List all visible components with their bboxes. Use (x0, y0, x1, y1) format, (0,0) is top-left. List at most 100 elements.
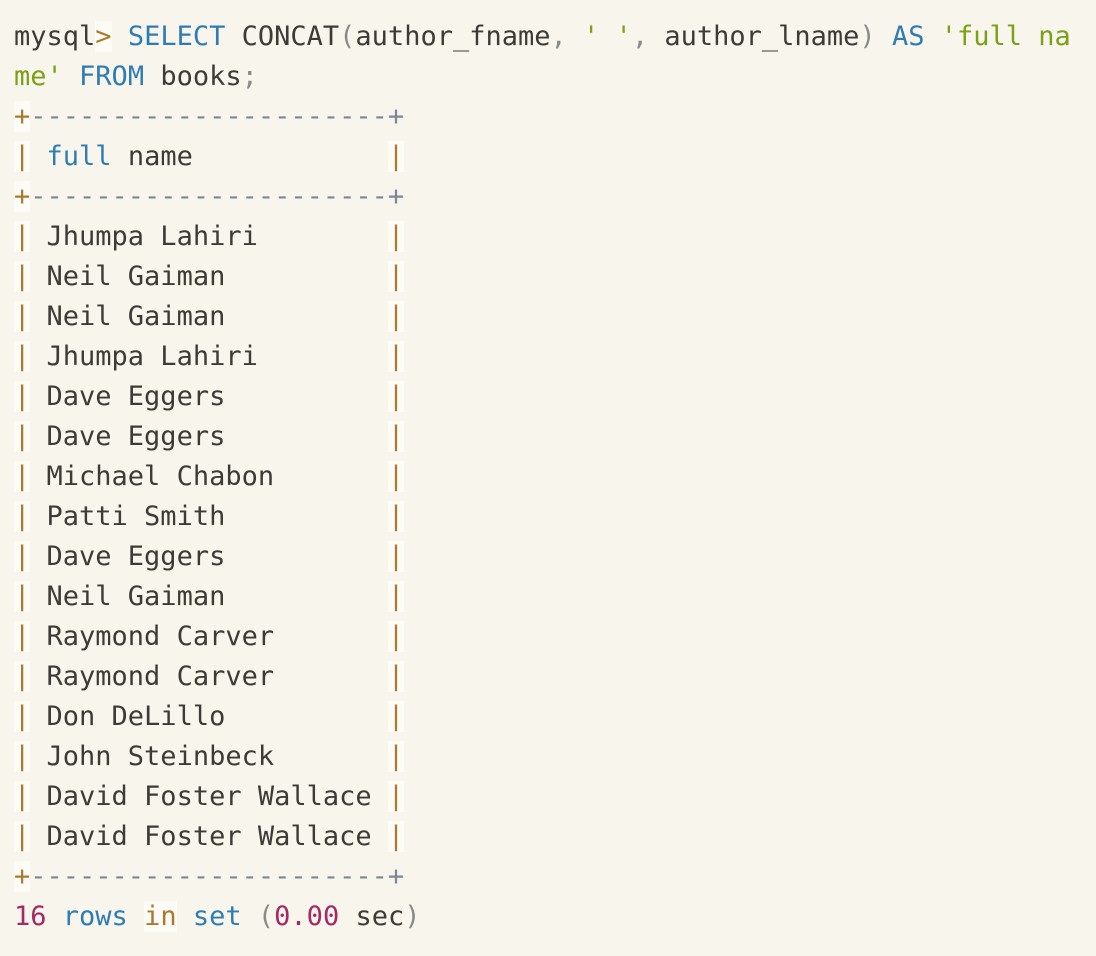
token-kw: full (46, 141, 112, 172)
token-op: | (14, 821, 31, 852)
table-row: | Patti Smith | (14, 497, 1082, 537)
token-plain: Raymond Carver (30, 661, 388, 692)
token-plain: Jhumpa Lahiri (30, 341, 388, 372)
token-op: | (14, 141, 31, 172)
token-op: | (387, 461, 405, 492)
token-plain (47, 901, 63, 932)
token-plain: Dave Eggers (30, 381, 388, 412)
token-op: | (14, 381, 31, 412)
token-op: | (387, 341, 405, 372)
table-row: | Don DeLillo | (14, 697, 1082, 737)
token-plain: mysql (14, 21, 96, 52)
table-row: | Dave Eggers | (14, 377, 1082, 417)
table-border-top: +----------------------+ (14, 97, 1082, 137)
token-op: | (387, 621, 405, 652)
token-op: | (14, 261, 31, 292)
status-line: 16 rows in set (0.00 sec) (14, 897, 1082, 937)
token-plain (567, 21, 583, 52)
token-op: + (14, 101, 31, 132)
token-op: + (14, 181, 31, 212)
token-str: ' ' (583, 21, 632, 52)
table-row: | Neil Gaiman | (14, 297, 1082, 337)
token-plain (177, 901, 193, 932)
token-op: > (95, 21, 112, 52)
token-op: in (144, 901, 177, 932)
token-plain: sec (339, 901, 405, 932)
table-header: | full name | (14, 137, 1082, 177)
token-comment: ----------------------+ (30, 861, 405, 892)
token-op: | (14, 621, 31, 652)
token-plain: name (111, 141, 388, 172)
token-op: | (387, 581, 405, 612)
token-op: | (387, 741, 405, 772)
table-row: | Neil Gaiman | (14, 577, 1082, 617)
table-row: | David Foster Wallace | (14, 817, 1082, 857)
token-plain: David Foster Wallace (30, 821, 388, 852)
token-punct: ) (404, 901, 421, 932)
token-op: + (14, 861, 31, 892)
token-plain: Neil Gaiman (30, 261, 388, 292)
token-op: | (387, 781, 405, 812)
token-op: | (14, 461, 31, 492)
token-kw: SELECT (127, 21, 226, 52)
token-plain: David Foster Wallace (30, 781, 388, 812)
token-plain (924, 21, 940, 52)
token-plain: author_lname (648, 21, 860, 52)
token-op: | (14, 581, 31, 612)
token-op: | (387, 261, 405, 292)
token-plain (876, 21, 892, 52)
token-op: | (387, 421, 405, 452)
token-kw: set (192, 901, 242, 932)
table-row: | Jhumpa Lahiri | (14, 217, 1082, 257)
table-row: | Dave Eggers | (14, 417, 1082, 457)
token-op: | (14, 341, 31, 372)
table-row: | Neil Gaiman | (14, 257, 1082, 297)
token-kw: AS (891, 21, 925, 52)
table-row: | David Foster Wallace | (14, 777, 1082, 817)
table-row: | Dave Eggers | (14, 537, 1082, 577)
token-punct: ) (859, 21, 876, 52)
token-op: | (387, 661, 405, 692)
token-str: 'full name' (14, 21, 1071, 92)
token-punct: ( (339, 21, 356, 52)
token-op: | (14, 701, 31, 732)
token-op: | (387, 541, 405, 572)
token-plain (242, 901, 258, 932)
token-op: | (387, 141, 405, 172)
token-op: | (387, 221, 405, 252)
token-op: | (387, 701, 405, 732)
token-plain: Dave Eggers (30, 541, 388, 572)
token-kw: FROM (79, 61, 145, 92)
token-op: | (14, 501, 31, 532)
token-plain (112, 21, 128, 52)
token-comment: ----------------------+ (30, 101, 405, 132)
token-plain: Michael Chabon (30, 461, 388, 492)
token-op: | (14, 221, 31, 252)
table-row: | John Steinbeck | (14, 737, 1082, 777)
token-op: | (387, 381, 405, 412)
token-op: | (387, 501, 405, 532)
token-plain: Don DeLillo (30, 701, 388, 732)
token-op: | (14, 661, 31, 692)
token-plain: author_fname (355, 21, 551, 52)
table-border-bottom: +----------------------+ (14, 857, 1082, 897)
token-punct: ( (257, 901, 275, 932)
table-row: | Michael Chabon | (14, 457, 1082, 497)
token-num: 16 (14, 901, 47, 932)
token-plain (30, 141, 46, 172)
token-plain: Neil Gaiman (30, 301, 388, 332)
token-plain: Dave Eggers (30, 421, 388, 452)
token-op: | (387, 821, 405, 852)
token-op: | (14, 781, 31, 812)
token-op: | (14, 541, 31, 572)
token-plain: Patti Smith (30, 501, 388, 532)
query-line: mysql> SELECT CONCAT(author_fname, ' ', … (14, 17, 1082, 97)
token-num: 0.00 (274, 901, 340, 932)
table-row: | Raymond Carver | (14, 617, 1082, 657)
token-op: | (14, 301, 31, 332)
token-punct: , (631, 21, 649, 52)
token-op: | (14, 421, 31, 452)
token-plain: Raymond Carver (30, 621, 388, 652)
token-op: | (14, 741, 31, 772)
